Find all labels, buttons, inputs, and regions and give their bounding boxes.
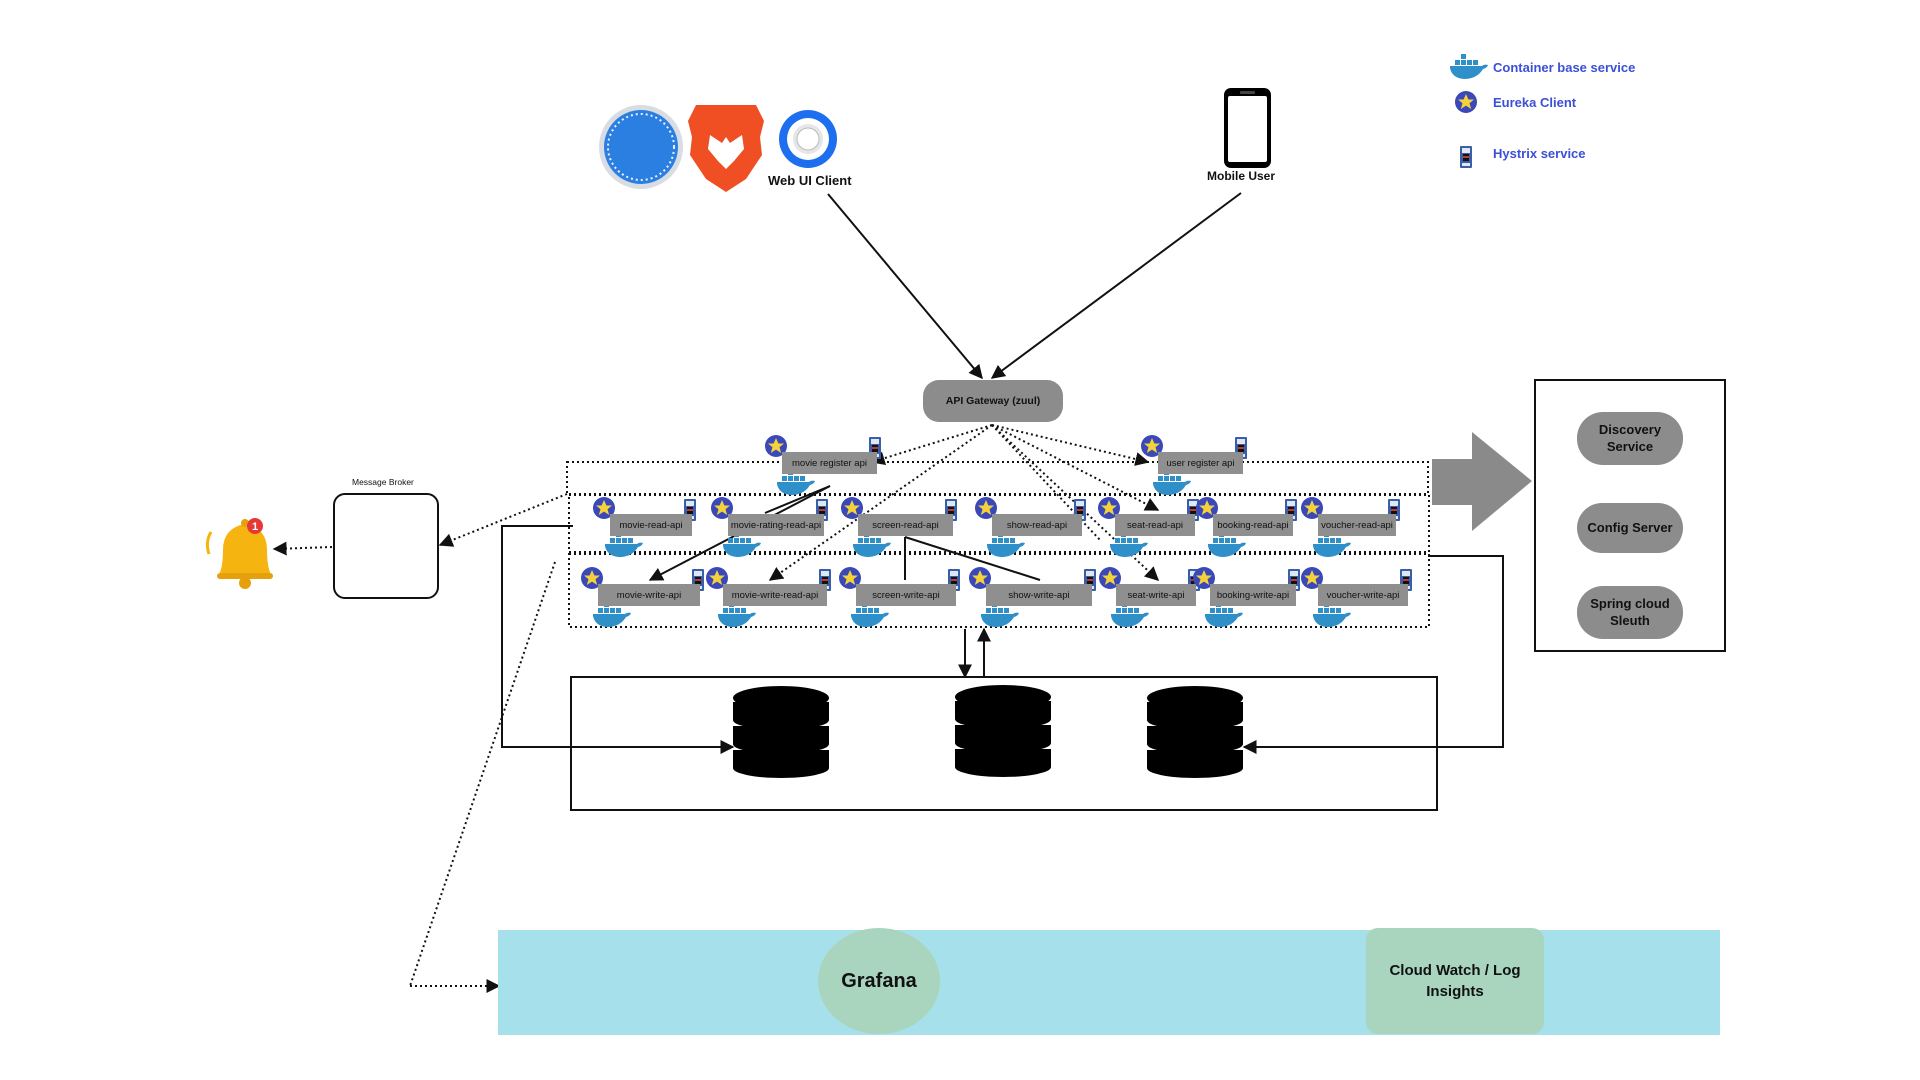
mobile-user-label: Mobile User <box>1207 169 1276 183</box>
legend-label-container: Container base service <box>1493 59 1636 75</box>
service-movie-write-read-api[interactable]: movie-write-read-api <box>723 584 827 606</box>
register-row-region <box>566 461 1429 495</box>
service-show-read-api[interactable]: show-read-api <box>992 514 1082 536</box>
legend-item-eureka: Eureka Client <box>1487 89 1576 115</box>
mobile-to-gateway-arrow <box>990 192 1242 379</box>
legend: Container base service Eureka Client Hys… <box>1447 52 1707 192</box>
web-to-gateway-arrow <box>827 193 983 380</box>
svg-text:1: 1 <box>252 521 258 533</box>
web-ui-client-label: Web UI Client <box>768 173 852 188</box>
service-booking-read-api[interactable]: booking-read-api <box>1213 514 1293 536</box>
service-seat-read-api[interactable]: seat-read-api <box>1115 514 1195 536</box>
mobile-phone-icon <box>1224 88 1271 168</box>
grafana-node[interactable]: Grafana <box>818 928 940 1034</box>
services-to-monitoring-line <box>409 561 556 987</box>
db-connectors <box>501 525 1504 754</box>
service-user-register-api[interactable]: user register api <box>1158 452 1243 474</box>
database-box <box>570 676 1438 811</box>
notification-bell-icon: 1 <box>205 518 273 589</box>
service-seat-write-api[interactable]: seat-write-api <box>1116 584 1196 606</box>
service-movie-rating-read-api[interactable]: movie-rating-read-api <box>728 514 824 536</box>
service-movie-read-api[interactable]: movie-read-api <box>610 514 692 536</box>
safari-icon <box>599 105 683 189</box>
config-server-node[interactable]: Config Server <box>1577 503 1683 553</box>
service-screen-write-api[interactable]: screen-write-api <box>856 584 956 606</box>
database-icon <box>733 686 829 778</box>
service-movie-register-api[interactable]: movie register api <box>782 452 877 474</box>
config-flow-arrow <box>1432 432 1532 531</box>
spring-cloud-sleuth-node[interactable]: Spring cloud Sleuth <box>1577 586 1683 639</box>
legend-label-eureka: Eureka Client <box>1493 94 1577 110</box>
brave-icon <box>688 105 764 192</box>
api-gateway-node[interactable]: API Gateway (zuul) <box>923 380 1063 422</box>
service-booking-write-api[interactable]: booking-write-api <box>1210 584 1296 606</box>
cloudwatch-node[interactable]: Cloud Watch / Log Insights <box>1366 928 1544 1034</box>
service-show-write-api[interactable]: show-write-api <box>986 584 1092 606</box>
database-icon <box>955 685 1051 777</box>
service-voucher-read-api[interactable]: voucher-read-api <box>1318 514 1396 536</box>
legend-item-hystrix: Hystrix service <box>1487 140 1586 166</box>
legend-label-hystrix: Hystrix service <box>1493 145 1586 161</box>
services-to-broker-arrow <box>438 493 568 547</box>
message-broker-box[interactable] <box>333 493 439 599</box>
service-movie-write-api[interactable]: movie-write-api <box>598 584 700 606</box>
broker-to-notification-arrow <box>272 541 333 556</box>
service-voucher-write-api[interactable]: voucher-write-api <box>1318 584 1408 606</box>
discovery-service-node[interactable]: Discovery Service <box>1577 412 1683 465</box>
service-screen-read-api[interactable]: screen-read-api <box>858 514 953 536</box>
message-broker-label: Message Broker <box>352 477 414 487</box>
legend-item-container: Container base service <box>1487 54 1635 80</box>
chrome-icon <box>779 110 837 168</box>
database-icon <box>1147 686 1243 778</box>
